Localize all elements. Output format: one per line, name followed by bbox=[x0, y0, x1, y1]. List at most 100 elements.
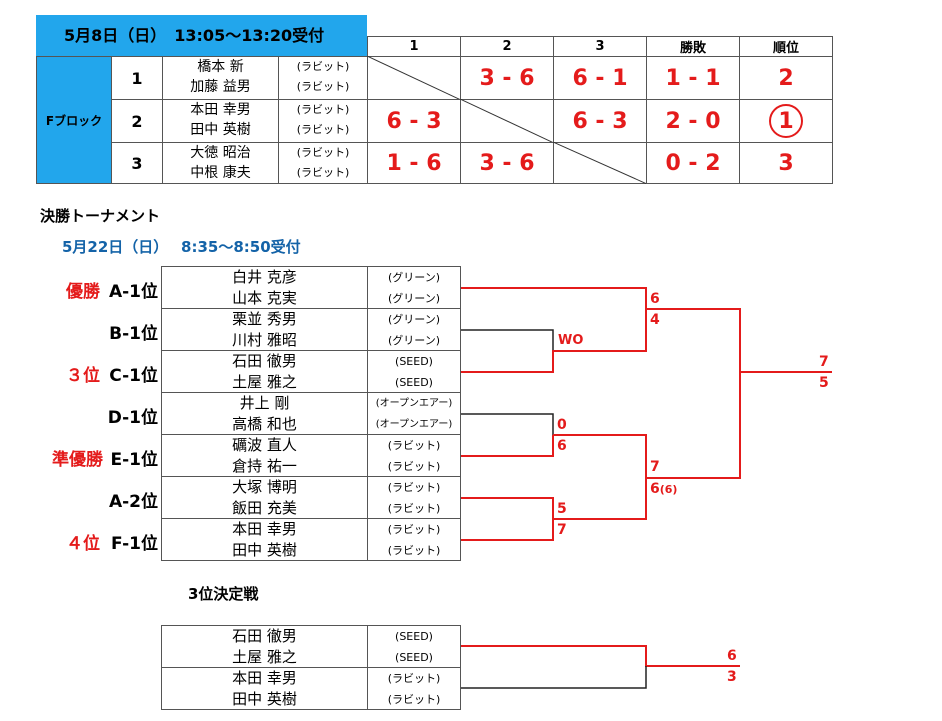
result-walkover: WO bbox=[558, 333, 584, 348]
club-name: (グリーン) bbox=[387, 313, 441, 326]
seed-label: E-1位 bbox=[110, 450, 159, 470]
club-name: (ラビット) bbox=[387, 544, 441, 557]
player-name: 川村 雅昭 bbox=[232, 331, 297, 349]
third-place-score: 6 bbox=[727, 648, 737, 664]
club-name: (オープンエアー) bbox=[375, 398, 453, 409]
result-score: 6 bbox=[650, 291, 660, 307]
seed-label: B-1位 bbox=[109, 324, 158, 344]
final-score: 5 bbox=[819, 375, 829, 391]
third-place-title: 3位決定戦 bbox=[188, 585, 259, 603]
player-name: 礪波 直人 bbox=[232, 436, 297, 454]
club-name: (ラビット) bbox=[296, 123, 350, 136]
rank-circle: 1 bbox=[769, 104, 803, 138]
club-name: (SEED) bbox=[395, 651, 433, 664]
player-name: 田中 英樹 bbox=[232, 690, 297, 708]
diagonal-line bbox=[553, 142, 647, 184]
club-name: (ラビット) bbox=[296, 60, 350, 73]
club-name: (SEED) bbox=[395, 355, 433, 368]
entry-names: 石田 徹男土屋 雅之 bbox=[161, 625, 368, 668]
club-name: (ラビット) bbox=[387, 460, 441, 473]
player-name: 高橋 和也 bbox=[232, 415, 297, 433]
player-name: 田中 英樹 bbox=[232, 541, 297, 559]
club-name: (ラビット) bbox=[387, 672, 441, 685]
club-name: (ラビット) bbox=[387, 523, 441, 536]
diagonal-line bbox=[460, 99, 554, 143]
rank-cell: 3 bbox=[739, 142, 833, 184]
round-robin-header: 5月8日（日） 13:05～13:20受付 bbox=[36, 15, 367, 57]
player-name: 井上 剛 bbox=[239, 394, 290, 412]
player-name: 本田 幸男 bbox=[190, 102, 251, 118]
block-label: Fブロック bbox=[36, 56, 112, 184]
player-name: 土屋 雅之 bbox=[232, 648, 297, 666]
player-name: 栗並 秀男 bbox=[232, 310, 297, 328]
entry-clubs: (ラビット) (ラビット) bbox=[367, 434, 461, 477]
entry-clubs: (グリーン) (グリーン) bbox=[367, 266, 461, 309]
player-name: 石田 徹男 bbox=[232, 352, 297, 370]
club-name: (ラビット) bbox=[387, 439, 441, 452]
club-name: (グリーン) bbox=[387, 292, 441, 305]
place-label: 優勝 bbox=[66, 282, 100, 302]
seed-label: A-1位 bbox=[108, 282, 158, 302]
club-name: (ラビット) bbox=[296, 146, 350, 159]
player-name: 山本 克実 bbox=[232, 289, 297, 307]
player-name: 加藤 益男 bbox=[190, 79, 251, 95]
place-label: ４位 bbox=[66, 534, 100, 554]
entry-clubs: (ラビット) (ラビット) bbox=[367, 518, 461, 561]
club-name: (ラビット) bbox=[296, 103, 350, 116]
club-name: (ラビット) bbox=[296, 80, 350, 93]
result-score: 7 bbox=[650, 459, 660, 475]
entry-names: 本田 幸男田中 英樹 bbox=[161, 667, 368, 710]
result-score: 5 bbox=[557, 501, 567, 517]
third-place-score: 3 bbox=[727, 669, 737, 685]
player-name: 石田 徹男 bbox=[232, 627, 297, 645]
tiebreak-score: (6) bbox=[659, 483, 678, 496]
seed-label: F-1位 bbox=[111, 534, 158, 554]
seed-label: A-2位 bbox=[108, 492, 158, 512]
score-cell: 3 - 6 bbox=[460, 56, 554, 100]
result-score-tiebreak: 6(6) bbox=[650, 481, 677, 497]
entry-clubs: (グリーン) (グリーン) bbox=[367, 308, 461, 351]
result-score: 6 bbox=[650, 481, 660, 497]
place-label: ３位 bbox=[66, 366, 100, 386]
seed-label: C-1位 bbox=[109, 366, 158, 386]
club-name: (SEED) bbox=[395, 376, 433, 389]
place-label: 準優勝 bbox=[52, 450, 103, 470]
player-name: 白井 克彦 bbox=[232, 268, 297, 286]
diagonal-line bbox=[367, 56, 461, 100]
final-score: 7 bbox=[819, 354, 829, 370]
player-name: 本田 幸男 bbox=[232, 669, 297, 687]
tournament-date: 5月22日（日） 8:35～8:50受付 bbox=[62, 238, 301, 256]
result-score: 6 bbox=[557, 438, 567, 454]
club-name: (グリーン) bbox=[387, 271, 441, 284]
entry-clubs: (ラビット) (ラビット) bbox=[367, 667, 461, 710]
player-name: 本田 幸男 bbox=[232, 520, 297, 538]
club-name: (グリーン) bbox=[387, 334, 441, 347]
player-name: 大徳 昭治 bbox=[190, 145, 251, 161]
tournament-title: 決勝トーナメント bbox=[40, 207, 161, 225]
result-score: 4 bbox=[650, 312, 660, 328]
seed-label: D-1位 bbox=[107, 408, 158, 428]
player-name: 倉持 祐一 bbox=[232, 457, 297, 475]
club-name: (オープンエアー) bbox=[375, 419, 453, 430]
player-name: 中根 康夫 bbox=[190, 165, 251, 181]
entry-names: 白井 克彦山本 克実 bbox=[161, 266, 368, 309]
player-name: 田中 英樹 bbox=[190, 122, 251, 138]
player-clubs: (ラビット) (ラビット) bbox=[278, 142, 368, 184]
club-name: (ラビット) bbox=[387, 502, 441, 515]
player-name: 飯田 充美 bbox=[232, 499, 297, 517]
score-cell: 6 - 3 bbox=[553, 99, 647, 143]
player-name: 橋本 新 bbox=[197, 59, 244, 75]
entry-clubs: (SEED) (SEED) bbox=[367, 625, 461, 668]
player-name: 土屋 雅之 bbox=[232, 373, 297, 391]
score-cell: 1 - 6 bbox=[367, 142, 461, 184]
club-name: (ラビット) bbox=[387, 693, 441, 706]
score-cell: 6 - 3 bbox=[367, 99, 461, 143]
player-name: 大塚 博明 bbox=[232, 478, 297, 496]
result-score: 7 bbox=[557, 522, 567, 538]
club-name: (SEED) bbox=[395, 630, 433, 643]
result-score: 0 bbox=[557, 417, 567, 433]
entry-names: 本田 幸男田中 英樹 bbox=[161, 518, 368, 561]
club-name: (ラビット) bbox=[296, 166, 350, 179]
club-name: (ラビット) bbox=[387, 481, 441, 494]
